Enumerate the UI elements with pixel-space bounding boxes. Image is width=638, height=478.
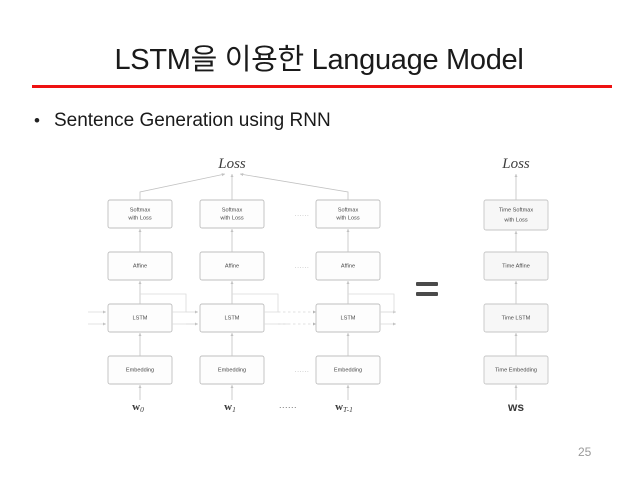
bullet-marker-icon: • xyxy=(34,111,40,130)
bullet-list-item: • Sentence Generation using RNN xyxy=(34,110,331,132)
box-affine-0 xyxy=(107,251,173,281)
box-label-affine-0: Affine xyxy=(133,263,147,269)
page-title: LSTM을 이용한 Language Model xyxy=(114,44,524,76)
box-lstm-last xyxy=(315,303,381,333)
box-embedding-1 xyxy=(199,355,265,385)
box-label-embedding-1: Embedding xyxy=(218,367,246,373)
box-affine-1 xyxy=(199,251,265,281)
box-time-affine xyxy=(483,251,549,281)
box-label-time-embedding: Time Embedding xyxy=(495,367,537,373)
box-time-embedding xyxy=(483,355,549,385)
box-label-time-softmax-line2: with Loss xyxy=(503,217,528,223)
loss-fanin-wires xyxy=(139,172,349,200)
word-label-1: w1 xyxy=(224,401,236,414)
loss-label-time-stack: Loss xyxy=(501,156,530,172)
box-time-softmax-with-loss xyxy=(483,199,549,231)
box-label-softmax-1: Softmax xyxy=(222,207,243,213)
box-label-softmax-line2-last: with Loss xyxy=(335,215,360,221)
bullet-item-label: Sentence Generation using RNN xyxy=(53,110,331,131)
box-label-softmax-0: Softmax xyxy=(130,207,151,213)
box-softmax-with-loss-1 xyxy=(199,199,265,229)
box-label-softmax-last: Softmax xyxy=(338,207,359,213)
box-label-time-lstm: Time LSTM xyxy=(502,315,531,321)
box-label-time-affine: Time Affine xyxy=(502,263,530,269)
ellipsis-softmax-row: ...... xyxy=(295,211,310,218)
box-affine-last xyxy=(315,251,381,281)
box-lstm-1 xyxy=(199,303,265,333)
lstm-language-model-diagram: Loss Softmax with Loss Affine LSTM Embed… xyxy=(0,148,638,438)
box-label-affine-1: Affine xyxy=(225,263,239,269)
box-label-lstm-0: LSTM xyxy=(133,315,148,321)
timestep-column-1: Softmax with Loss Affine LSTM Embedding xyxy=(186,199,288,400)
box-label-lstm-last: LSTM xyxy=(341,315,356,321)
column-ellipsis-group: ...... ...... ...... xyxy=(278,211,316,374)
equals-sign xyxy=(416,282,438,296)
box-softmax-with-loss-last xyxy=(315,199,381,229)
timestep-column-last: Softmax with Loss Affine LSTM Embedding xyxy=(315,199,396,400)
input-word-labels: w0 w1 ...... wT-1 xyxy=(132,400,353,414)
box-time-lstm xyxy=(483,303,549,333)
ellipsis-embedding-row: ...... xyxy=(295,367,310,374)
box-softmax-with-loss-0 xyxy=(107,199,173,229)
time-stack-input-label: ws xyxy=(507,400,524,414)
title-underline-rule xyxy=(32,85,612,88)
box-label-affine-last: Affine xyxy=(341,263,355,269)
box-label-softmax-line2-1: with Loss xyxy=(219,215,244,221)
loss-label-unrolled: Loss xyxy=(217,156,246,172)
time-layer-stack: Loss Time Softmax with Loss Time Affine … xyxy=(483,156,549,414)
page-number: 25 xyxy=(578,445,592,459)
box-label-embedding-0: Embedding xyxy=(126,367,154,373)
box-label-softmax-line2-0: with Loss xyxy=(127,215,152,221)
word-label-0: w0 xyxy=(132,401,144,414)
ellipsis-affine-row: ...... xyxy=(295,263,310,270)
box-embedding-0 xyxy=(107,355,173,385)
word-label-last: wT-1 xyxy=(335,401,353,414)
word-label-ellipsis: ...... xyxy=(279,400,297,410)
box-label-lstm-1: LSTM xyxy=(225,315,240,321)
box-label-time-softmax: Time Softmax xyxy=(499,207,533,213)
box-embedding-last xyxy=(315,355,381,385)
timestep-column-0: Softmax with Loss Affine LSTM Embedding xyxy=(88,199,196,400)
box-lstm-0 xyxy=(107,303,173,333)
box-label-embedding-last: Embedding xyxy=(334,367,362,373)
